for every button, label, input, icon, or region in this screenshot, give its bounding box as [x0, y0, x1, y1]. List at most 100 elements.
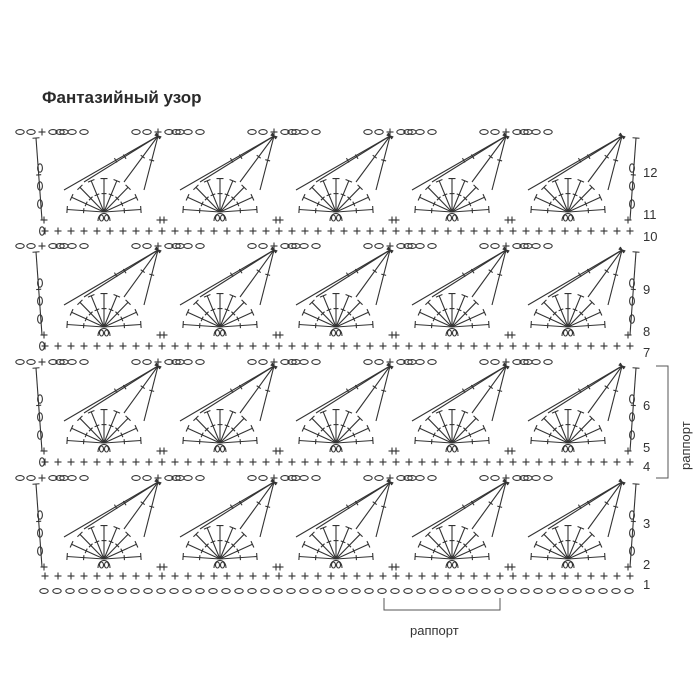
double-crochet [183, 439, 221, 444]
double-crochet-top [345, 293, 353, 298]
picot-loop [567, 561, 574, 569]
double-crochet [219, 555, 257, 560]
double-crochet-top [435, 293, 443, 298]
double-crochet-bar [347, 311, 352, 316]
double-crochet [335, 301, 361, 328]
chain-stitch [624, 588, 634, 594]
picot-loop [446, 445, 453, 453]
double-crochet [415, 208, 453, 213]
chain-stitch [143, 588, 153, 594]
double-crochet-top [229, 293, 237, 298]
double-crochet-bar [497, 505, 503, 508]
double-crochet-bar [552, 311, 557, 316]
picot-loop [562, 445, 569, 453]
double-crochet [259, 365, 275, 422]
double-crochet-bar [497, 159, 503, 162]
double-crochet [587, 365, 623, 414]
chain-stitch [195, 243, 205, 249]
double-crochet-bar [120, 432, 124, 438]
double-crochet [451, 411, 466, 444]
double-crochet-bar [224, 193, 230, 197]
double-crochet-bar [326, 424, 332, 428]
double-crochet-bar [265, 389, 271, 392]
double-crochet [143, 249, 159, 306]
double-crochet-bar [604, 269, 610, 274]
double-crochet-top [301, 308, 306, 316]
double-crochet-bar [238, 268, 243, 274]
double-crochet-top [357, 184, 363, 191]
double-crochet-bar [432, 548, 436, 554]
row-number-5: 5 [643, 440, 650, 455]
double-crochet [143, 135, 159, 191]
double-crochet-bar [140, 501, 146, 506]
double-crochet [335, 439, 373, 444]
chain-stitch [182, 588, 192, 594]
double-crochet [103, 543, 137, 560]
picot-loop [335, 214, 342, 222]
double-crochet-top [87, 409, 95, 414]
chain-stitch [234, 588, 244, 594]
double-crochet-bar [436, 427, 441, 432]
double-crochet [206, 527, 221, 560]
double-crochet-bar [84, 432, 88, 438]
double-crochet [543, 417, 569, 444]
double-crochet [531, 439, 569, 444]
double-crochet [567, 527, 582, 560]
chain-stitch [164, 129, 174, 135]
double-crochet [35, 483, 43, 568]
row-number-7: 7 [643, 345, 650, 360]
chain-stitch [48, 243, 58, 249]
double-crochet [83, 481, 159, 530]
double-crochet-top [270, 479, 278, 485]
double-crochet-bar [497, 273, 503, 276]
double-crochet [335, 323, 373, 328]
double-crochet [629, 367, 637, 452]
row-number-10: 10 [643, 229, 657, 244]
double-crochet [427, 186, 453, 213]
picot-loop [97, 212, 111, 222]
chain-stitch [104, 588, 114, 594]
double-crochet-bar [572, 424, 578, 428]
double-crochet-bar [200, 432, 204, 438]
chain-stitch [67, 359, 77, 365]
chain-stitch [479, 359, 489, 365]
double-crochet-top [185, 540, 190, 548]
chain-stitch [390, 588, 400, 594]
double-crochet [527, 135, 623, 191]
double-crochet-bar [552, 427, 557, 432]
row-number-3: 3 [643, 516, 650, 531]
chain-stitch [490, 475, 500, 481]
double-crochet-bar [236, 432, 240, 438]
double-crochet-top [482, 424, 487, 432]
chain-stitch [494, 588, 504, 594]
double-crochet [471, 135, 507, 183]
double-crochet-top [32, 251, 40, 253]
chain-stitch [37, 314, 43, 324]
picot-loop [98, 329, 105, 337]
chain-stitch [39, 341, 45, 351]
double-crochet [547, 135, 623, 183]
double-crochet-bar [463, 543, 468, 548]
chain-stitch [37, 510, 43, 520]
double-crochet-top [425, 415, 431, 422]
double-crochet [335, 527, 350, 560]
double-crochet [183, 208, 221, 213]
double-crochet-bar [320, 427, 325, 432]
double-crochet [567, 543, 601, 560]
double-crochet [299, 555, 337, 560]
double-crochet-bar [347, 543, 352, 548]
chain-stitch [131, 129, 141, 135]
repeat-label-side: раппорт [678, 421, 693, 470]
double-crochet [315, 249, 391, 298]
chain-stitch [39, 457, 45, 467]
chain-stitch [363, 475, 373, 481]
double-crochet [67, 323, 105, 328]
chain-stitch [195, 475, 205, 481]
double-crochet [427, 417, 453, 444]
double-crochet-bar [320, 311, 325, 316]
chain-stitch [546, 588, 556, 594]
double-crochet [335, 543, 369, 560]
double-crochet-top [185, 424, 190, 432]
double-crochet-bar [210, 193, 216, 197]
double-crochet [195, 186, 221, 213]
